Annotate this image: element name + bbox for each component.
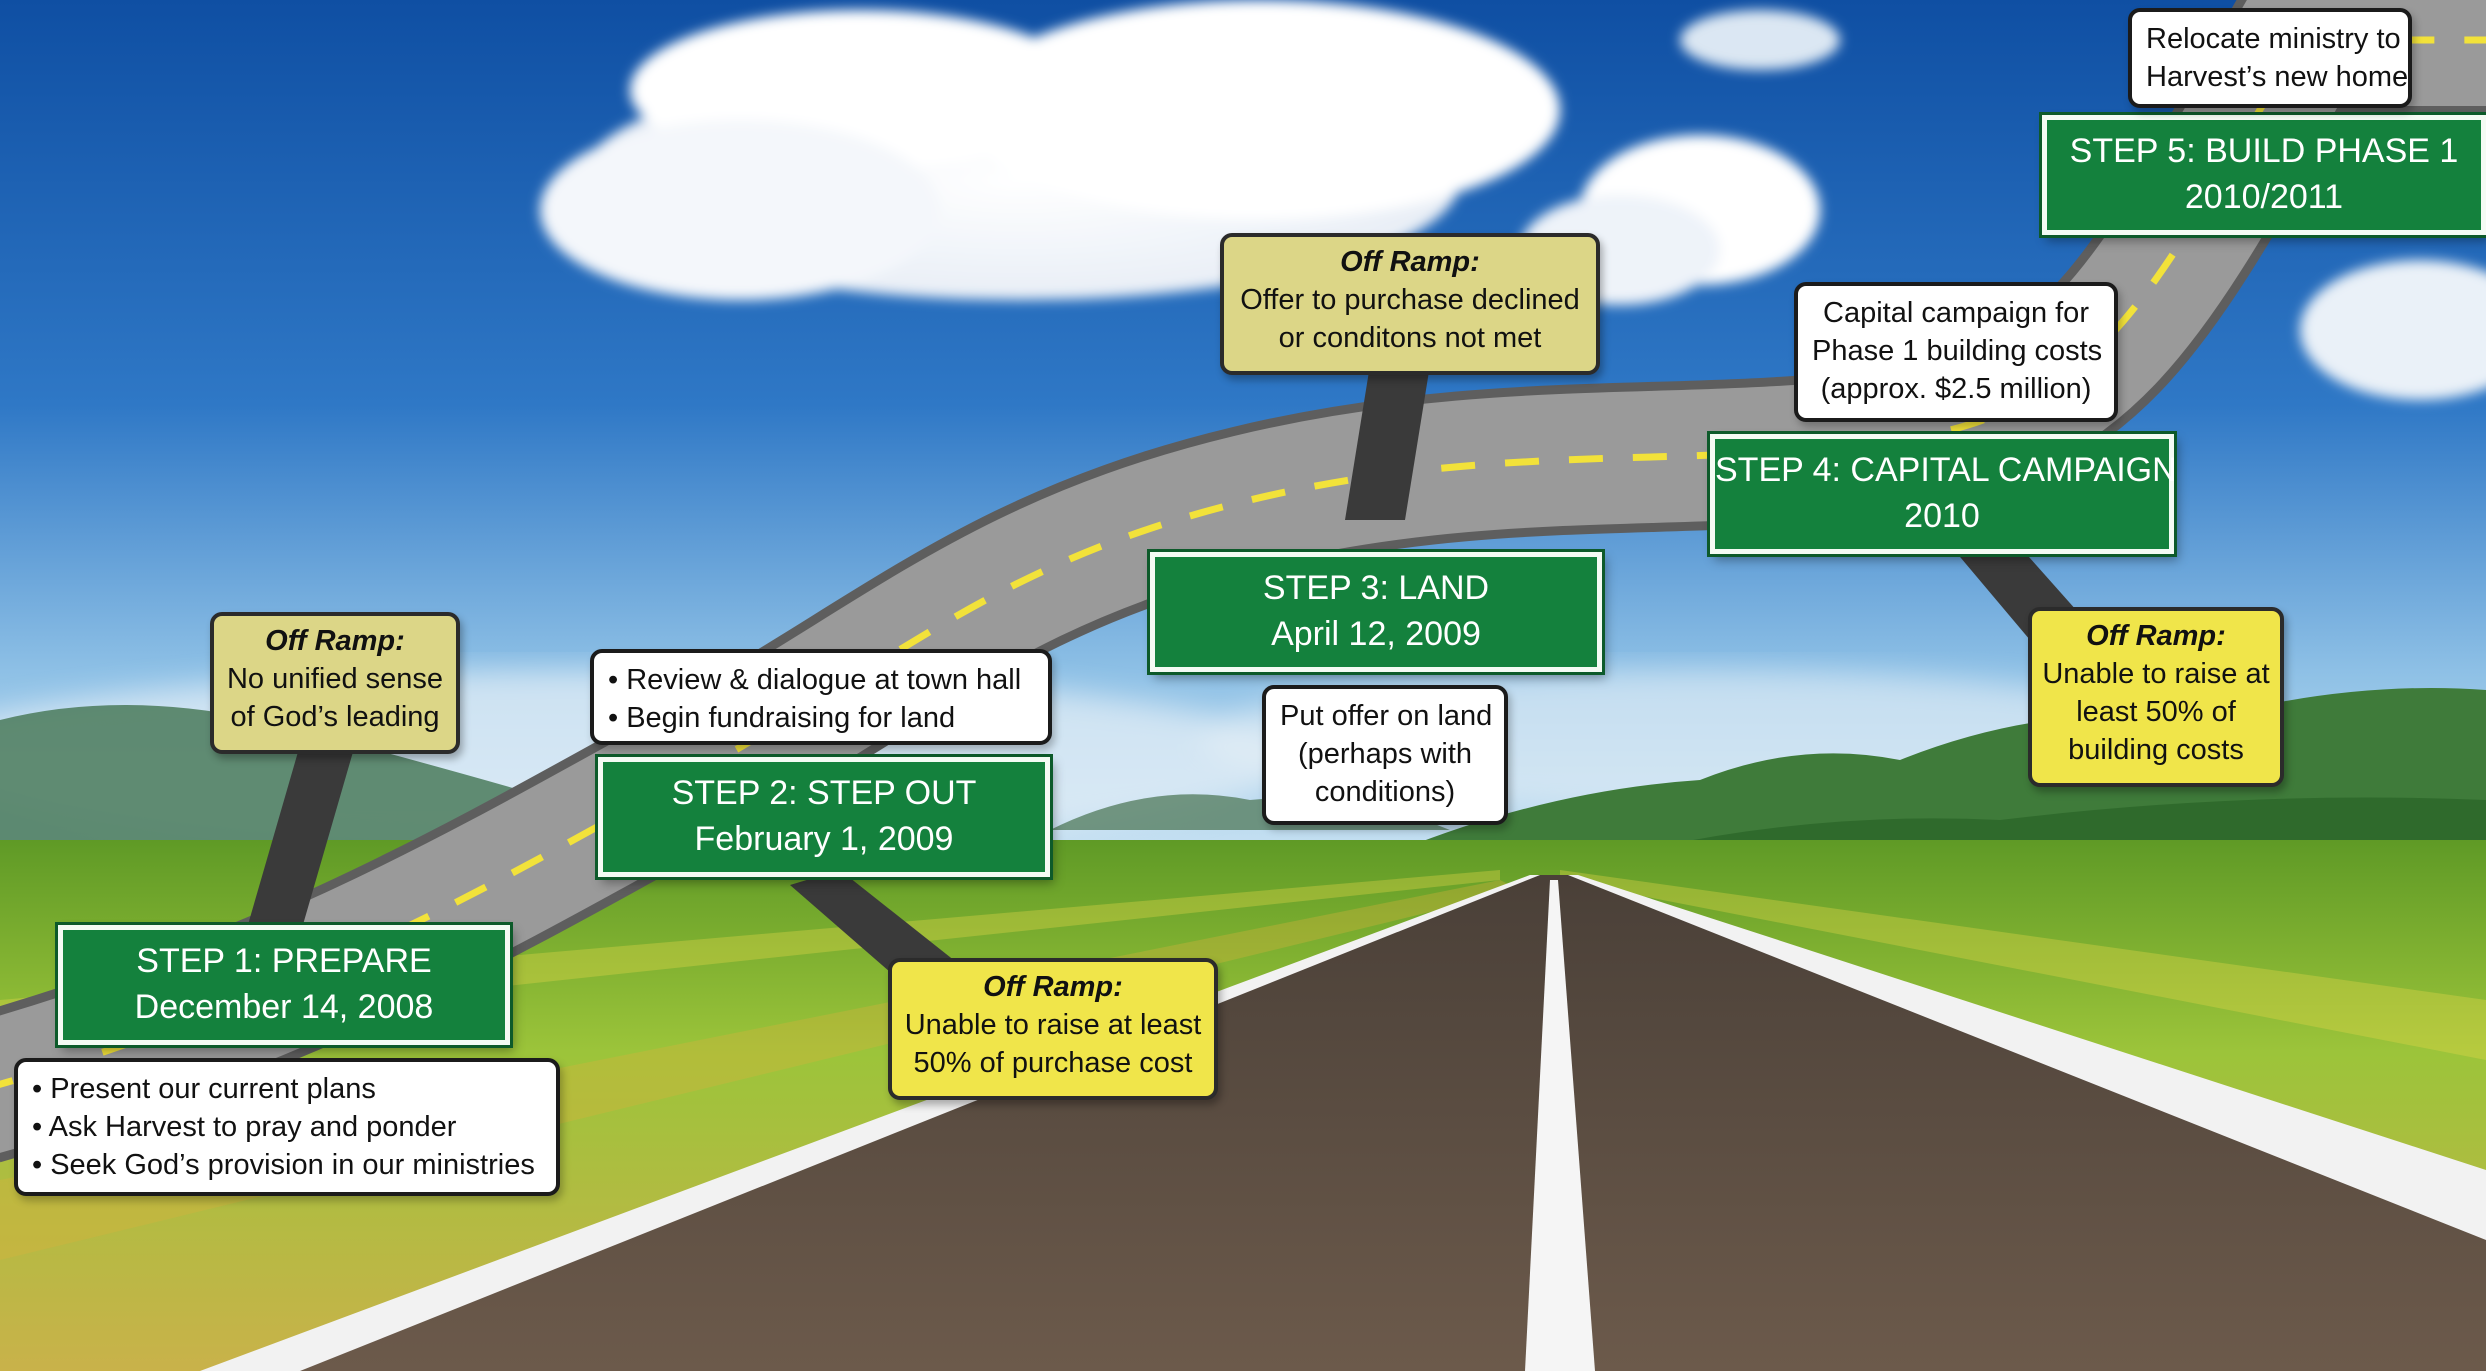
off-ramp-3: Off Ramp: Offer to purchase declined or … <box>1220 233 1600 375</box>
step-2-note-1: • Review & dialogue at town hall <box>608 664 1022 696</box>
step-4-notes: Capital campaign for Phase 1 building co… <box>1794 282 2118 422</box>
step-5-note-2: Harvest’s new home <box>2146 61 2409 93</box>
off-ramp-1: Off Ramp: No unified sense of God’s lead… <box>210 612 460 754</box>
off-ramp-2-line-2: 50% of purchase cost <box>913 1047 1193 1079</box>
step-2-notes: • Review & dialogue at town hall • Begin… <box>590 649 1052 745</box>
step-4-note-3: (approx. $2.5 million) <box>1820 373 2092 405</box>
step-5-sign: STEP 5: BUILD PHASE 1 2010/2011 <box>2042 115 2486 235</box>
off-ramp-1-line-2: of God’s leading <box>230 701 440 733</box>
off-ramp-2-title: Off Ramp: <box>983 971 1123 1003</box>
step-3-note-3: conditions) <box>1314 776 1456 808</box>
off-ramp-1-title: Off Ramp: <box>265 625 405 657</box>
step-2-date: February 1, 2009 <box>694 820 954 858</box>
step-4-sign: STEP 4: CAPITAL CAMPAIGN 2010 <box>1710 434 2177 554</box>
off-ramp-4-line-1: Unable to raise at <box>2042 658 2270 690</box>
off-ramp-3-line-1: Offer to purchase declined <box>1240 284 1580 316</box>
step-4-date: 2010 <box>1904 497 1980 535</box>
step-4-note-2: Phase 1 building costs <box>1812 335 2103 367</box>
step-4-title: STEP 4: CAPITAL CAMPAIGN <box>1715 451 2177 489</box>
step-1-date: December 14, 2008 <box>134 988 434 1026</box>
step-5-title: STEP 5: BUILD PHASE 1 <box>2069 132 2459 170</box>
off-ramp-3-line-2: or conditons not met <box>1278 322 1542 354</box>
step-5-notes: Relocate ministry to Harvest’s new home <box>2128 8 2412 108</box>
step-1-notes: • Present our current plans • Ask Harves… <box>14 1058 560 1196</box>
off-ramp-2-line-1: Unable to raise at least <box>904 1009 1202 1041</box>
step-3-date: April 12, 2009 <box>1271 615 1481 653</box>
step-1-sign: STEP 1: PREPARE December 14, 2008 <box>58 925 510 1045</box>
off-ramp-4-line-3: building costs <box>2068 734 2244 766</box>
step-2-title: STEP 2: STEP OUT <box>671 774 977 812</box>
step-3-sign: STEP 3: LAND April 12, 2009 <box>1150 552 1602 672</box>
step-2-sign: STEP 2: STEP OUT February 1, 2009 <box>598 757 1050 877</box>
step-3-note-2: (perhaps with <box>1297 738 1473 770</box>
step-1-note-1: • Present our current plans <box>32 1073 376 1105</box>
off-ramp-1-line-1: No unified sense <box>226 663 444 695</box>
step-1-title: STEP 1: PREPARE <box>136 942 432 980</box>
off-ramp-4-title: Off Ramp: <box>2086 620 2226 652</box>
step-1-note-2: • Ask Harvest to pray and ponder <box>32 1111 457 1143</box>
off-ramp-4: Off Ramp: Unable to raise at least 50% o… <box>2028 607 2284 787</box>
off-ramp-4-line-2: least 50% of <box>2076 696 2236 728</box>
off-ramp-3-title: Off Ramp: <box>1340 246 1480 278</box>
step-3-title: STEP 3: LAND <box>1262 569 1490 607</box>
step-5-date: 2010/2011 <box>2184 178 2344 216</box>
step-5-note-1: Relocate ministry to <box>2146 23 2401 55</box>
step-3-notes: Put offer on land (perhaps with conditio… <box>1262 685 1508 825</box>
off-ramp-connectors <box>245 365 2085 985</box>
step-2-note-2: • Begin fundraising for land <box>608 702 956 734</box>
step-4-note-1: Capital campaign for <box>1823 297 2089 329</box>
step-3-note-1: Put offer on land <box>1280 700 1493 732</box>
off-ramp-2: Off Ramp: Unable to raise at least 50% o… <box>888 958 1218 1100</box>
step-1-note-3: • Seek God’s provision in our ministries <box>32 1149 535 1181</box>
